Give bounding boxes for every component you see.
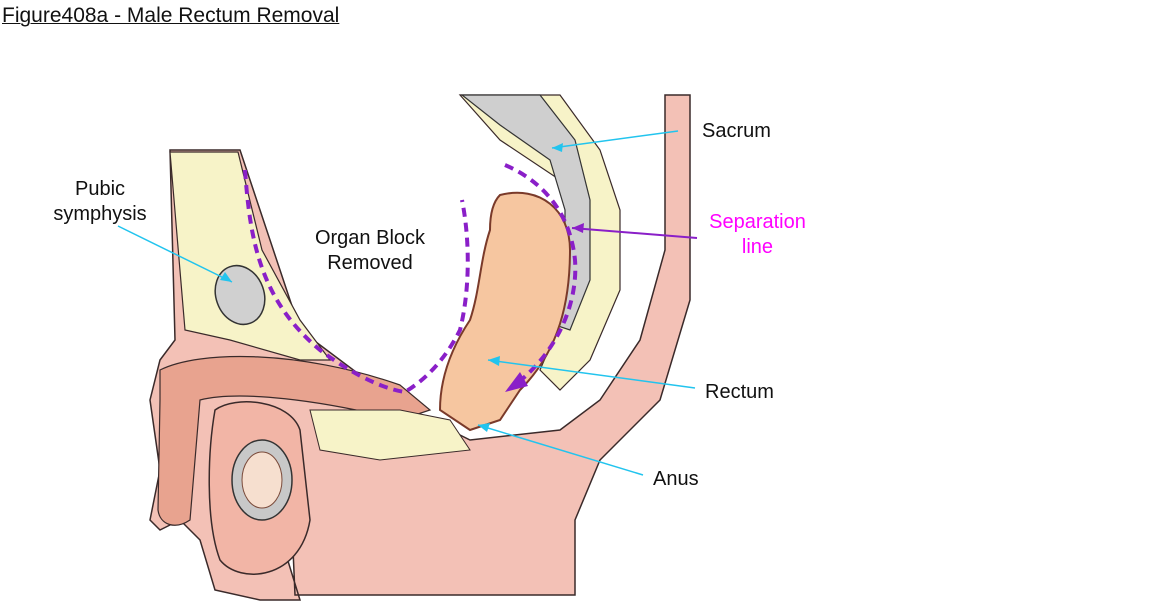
- penis-region: [157, 355, 432, 526]
- separation-arrowhead: [505, 372, 528, 392]
- pubic-symphysis-label-line2: symphysis: [53, 203, 147, 225]
- organ-block-label-line2: Removed: [327, 252, 413, 274]
- separation-line-left: [243, 169, 470, 395]
- rectum-organ: [438, 191, 572, 432]
- testis-inner: [241, 451, 283, 509]
- organ-block-label: Organ Block Removed: [300, 226, 440, 276]
- leader-pubic-symphysis: [117, 225, 233, 283]
- organ-block-label-line1: Organ Block: [314, 227, 426, 249]
- leader-rectum-arrow: [488, 356, 500, 366]
- anus-label: Anus: [653, 468, 699, 490]
- leader-anus-arrow: [478, 423, 490, 432]
- pubic-region: [169, 151, 332, 361]
- sacrum-label: Sacrum: [702, 120, 771, 142]
- leader-rectum: [487, 359, 696, 389]
- figure-title: Figure408a - Male Rectum Removal: [2, 4, 340, 27]
- separation-line-right: [504, 163, 578, 387]
- separation-label-line1: Separation: [709, 211, 806, 233]
- separation-label-line2: line: [741, 236, 774, 258]
- leader-pubic-arrow: [220, 272, 232, 282]
- separation-line-label: Separation line: [700, 210, 815, 260]
- leader-anus: [477, 424, 644, 476]
- rectum-label: Rectum: [705, 381, 774, 403]
- leader-sacrum-arrow: [552, 143, 563, 152]
- perineum-region: [309, 409, 471, 461]
- leader-separation-arrow: [572, 223, 584, 233]
- leader-separation: [571, 227, 698, 239]
- pubic-symphysis-label: Pubic symphysis: [45, 177, 155, 227]
- sacrum-vertebrae: [460, 94, 591, 331]
- pubic-symphysis-label-line1: Pubic: [74, 178, 126, 200]
- leader-sacrum: [551, 130, 679, 149]
